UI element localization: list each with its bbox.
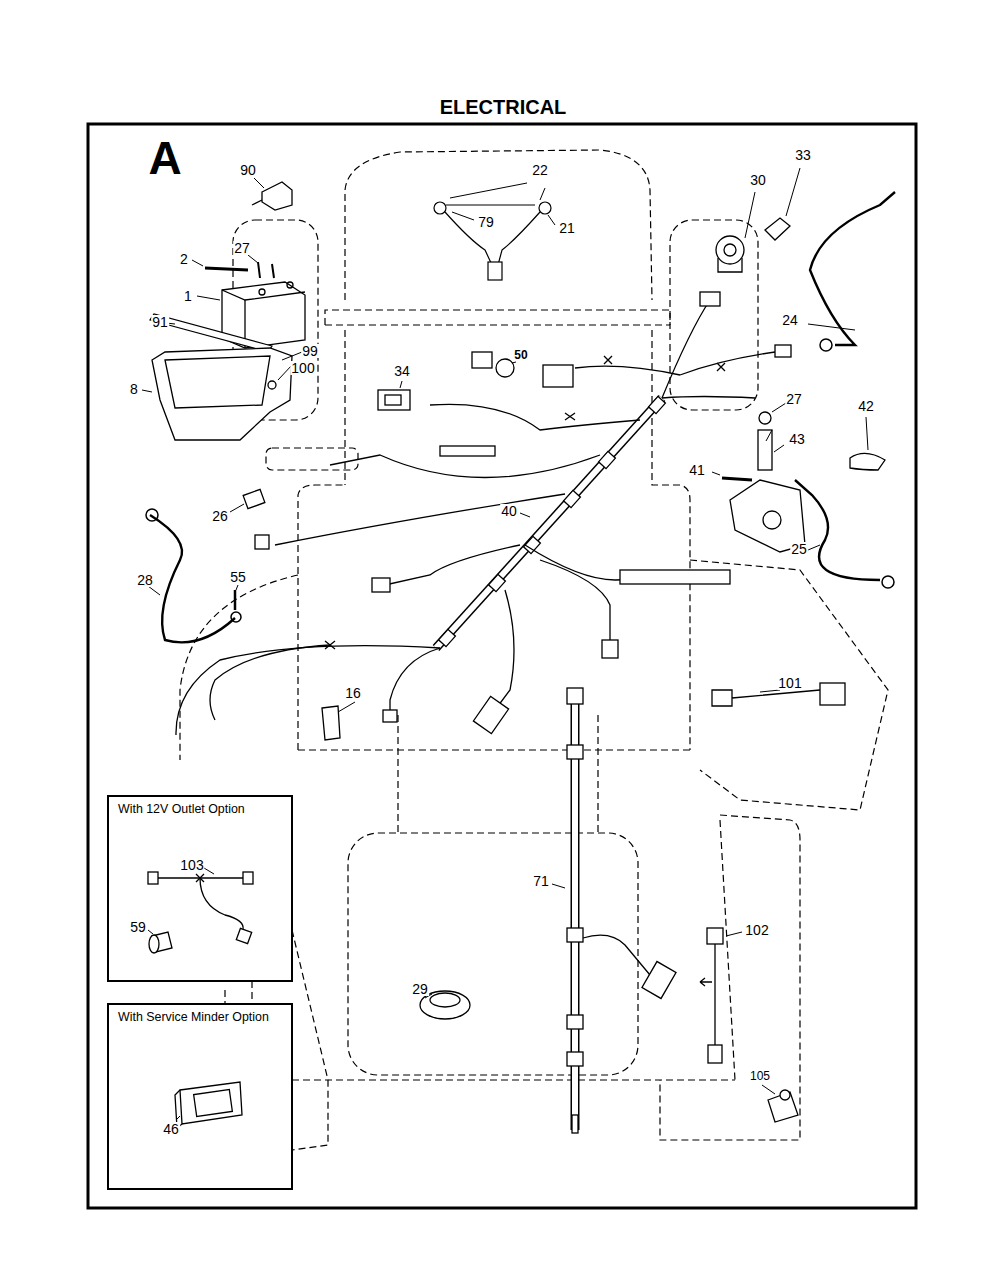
callout-number: 29	[411, 982, 429, 996]
callout-number: 100	[290, 361, 315, 375]
frame	[88, 124, 916, 1208]
battery-tray	[152, 348, 292, 440]
callout-number: 42	[857, 399, 875, 413]
callout-number: 40	[500, 504, 518, 518]
solenoid	[722, 412, 805, 552]
callout-number: 25	[790, 542, 808, 556]
callout-number: 27	[785, 392, 803, 406]
callout-number: 28	[136, 573, 154, 587]
service-minder	[175, 1082, 242, 1128]
inset-heading: With 12V Outlet Option	[109, 797, 291, 817]
callout-number: 59	[129, 920, 147, 934]
battery-cable	[810, 192, 895, 345]
callout-number: 71	[532, 874, 550, 888]
terminal-boot	[262, 182, 292, 210]
callout-number: 22	[531, 163, 549, 177]
option-inset-box: With Service Minder Option	[107, 1003, 293, 1190]
callout-number: 16	[344, 686, 362, 700]
wire-harness	[176, 292, 791, 735]
callout-number: 33	[794, 148, 812, 162]
callout-number: 79	[477, 215, 495, 229]
relay-harness	[700, 928, 723, 1063]
callout-number: 50	[513, 349, 528, 361]
bolt	[205, 268, 248, 270]
brake-switch	[768, 1090, 798, 1122]
callout-number: 8	[129, 382, 139, 396]
callout-number: 43	[788, 432, 806, 446]
callout-number: 21	[558, 221, 576, 235]
diagram-title: ELECTRICAL	[440, 96, 567, 119]
inset-heading: With Service Minder Option	[109, 1005, 291, 1025]
callout-number: 99	[301, 344, 319, 358]
tractor-outline	[180, 150, 888, 1150]
callout-number: 27	[233, 241, 251, 255]
switches	[322, 352, 514, 740]
callout-number: 46	[162, 1122, 180, 1136]
ground-cable	[150, 515, 235, 642]
callout-number: 2	[179, 252, 189, 266]
callout-number: 105	[749, 1070, 771, 1082]
terminal-boot	[850, 453, 885, 470]
section-letter: A	[147, 135, 182, 181]
callout-number: 90	[239, 163, 257, 177]
callout-number: 103	[179, 858, 204, 872]
fuse	[243, 489, 265, 508]
callout-number: 101	[777, 676, 802, 690]
rear-harness	[567, 688, 676, 1133]
callout-number: 24	[781, 313, 799, 327]
callout-number: 41	[688, 463, 706, 477]
callout-number: 1	[183, 289, 193, 303]
callout-number: 102	[744, 923, 769, 937]
option-inset-box: With 12V Outlet Option	[107, 795, 293, 982]
connector	[820, 683, 845, 705]
solenoid-cable	[795, 480, 880, 580]
callout-number: 91	[151, 315, 169, 329]
callout-number: 55	[229, 570, 247, 584]
outlet-kit	[148, 872, 253, 953]
ignition-switch	[716, 236, 744, 272]
callout-number: 26	[211, 509, 229, 523]
strap	[150, 314, 272, 352]
key	[765, 218, 790, 240]
callout-number: 34	[393, 364, 411, 378]
headlights	[434, 202, 551, 280]
callout-number: 30	[749, 173, 767, 187]
